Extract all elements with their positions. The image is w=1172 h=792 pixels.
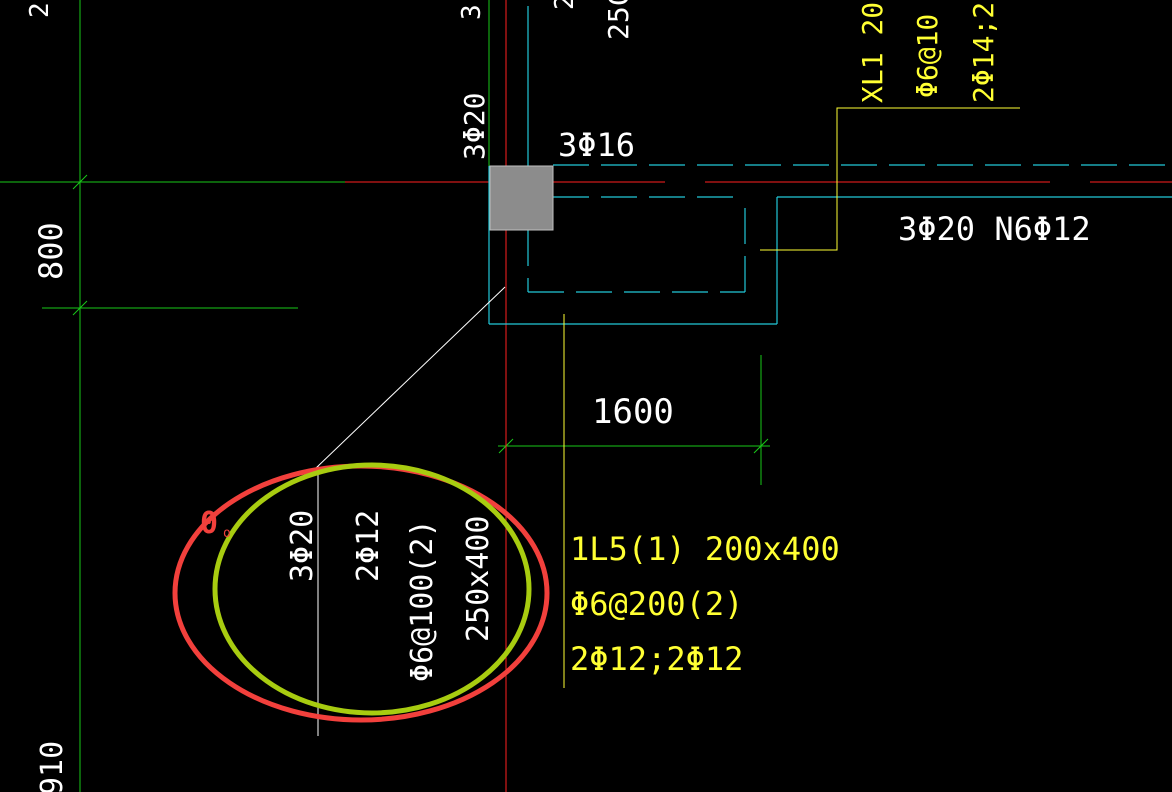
1l5-line-2: Φ6@200(2) (570, 585, 743, 623)
column[interactable] (489, 165, 554, 231)
xl1-beam-note: XL1 20 Φ6@10 2Φ14;2 (856, 2, 1000, 103)
leader-lines-yellow (563, 107, 1020, 688)
markup-ellipse-green[interactable] (212, 462, 532, 716)
dimension-text-1600: 1600 (592, 392, 674, 432)
rebar-label-3phi20-vertical: 3Φ20 (458, 93, 491, 160)
label-partial: 25C (602, 0, 635, 40)
label-partial: 2 (550, 0, 580, 10)
markup-marker-icon: 0 (200, 506, 218, 541)
rebar-label-3phi16: 3Φ16 (558, 126, 635, 164)
circled-note-line-4: 250x400 (461, 516, 496, 642)
xl1-line-1: XL1 20 (856, 2, 889, 103)
circled-beam-note: 3Φ20 2Φ12 Φ6@100(2) 250x400 (285, 510, 496, 682)
markup-annotations[interactable]: 0 o (172, 462, 550, 723)
circled-note-line-1: 3Φ20 (285, 510, 320, 582)
markup-marker-sub: o (223, 526, 231, 541)
dimension-tick (72, 174, 88, 190)
beam-outlines (488, 0, 1172, 325)
circled-note-line-2: 2Φ12 (351, 510, 386, 582)
label-partial-bottom-left: 910 (35, 741, 70, 792)
dimension-text-800: 800 (32, 222, 70, 280)
xl1-line-2: Φ6@10 (911, 14, 944, 98)
dimension-tick (753, 438, 769, 454)
axis-lines (345, 0, 1172, 792)
label-partial: 3 (457, 4, 487, 20)
xl1-leader-line (760, 107, 1020, 251)
top-partial-labels: 2 3 2 25C 3Φ20 (25, 0, 635, 160)
1l5-line-3: 2Φ12;2Φ12 (570, 640, 743, 678)
1l5-line-1: 1L5(1) 200x400 (570, 530, 840, 568)
rebar-label-3phi20-n6: 3Φ20 N6Φ12 (898, 210, 1091, 248)
label-partial: 2 (25, 2, 55, 18)
grid-lines (0, 0, 770, 792)
leader-lines-white (315, 286, 506, 736)
beam-breaks (526, 0, 1090, 188)
dimension-tick (72, 300, 88, 316)
1l5-beam-note: 1L5(1) 200x400 Φ6@200(2) 2Φ12;2Φ12 (570, 530, 840, 678)
xl1-line-3: 2Φ14;2 (967, 2, 1000, 103)
circled-note-line-3: Φ6@100(2) (405, 519, 440, 682)
leader-line (315, 286, 506, 469)
